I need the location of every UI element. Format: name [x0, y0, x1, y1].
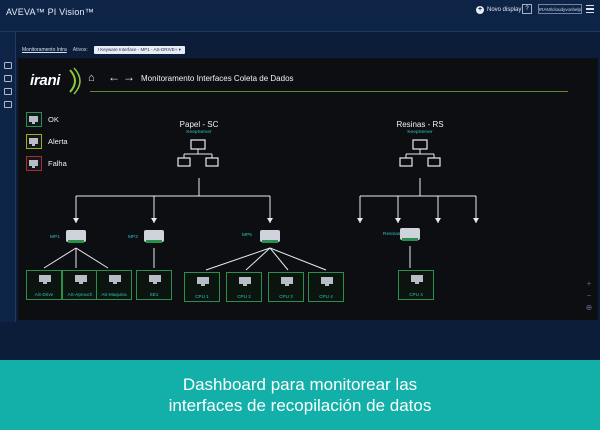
computer-icon	[197, 277, 209, 286]
device-as-aprouch[interactable]: AS-Aprouch	[62, 270, 98, 300]
device-cpu-4-resinas[interactable]: CPU 4	[398, 270, 434, 300]
logo-arcs-icon	[69, 67, 81, 95]
caption-line-2: interfaces de recopilación de datos	[168, 396, 432, 415]
back-arrow-icon[interactable]: ←	[108, 70, 120, 84]
computer-icon	[75, 275, 87, 284]
node-label-mp1: MP1	[50, 235, 60, 240]
page-title: Monitoramento Interfaces Coleta de Dados	[141, 74, 294, 83]
device-as-maquina[interactable]: AS-Maquina	[96, 270, 132, 300]
caption-line-1: Dashboard para monitorear las	[182, 375, 418, 394]
node-label-resinas: Resinas	[383, 232, 401, 237]
new-display-label: Novo display	[487, 7, 522, 13]
hierarchy-icon[interactable]	[4, 101, 12, 108]
source-title-papel: Papel - SC	[179, 120, 219, 129]
left-rail	[0, 32, 16, 322]
device-se1[interactable]: SE1	[136, 270, 172, 300]
source-server-resinas: KeepServer	[407, 130, 433, 135]
computer-icon	[281, 277, 293, 286]
network-computers-icon	[399, 139, 441, 167]
device-cpu-3[interactable]: CPU 3	[268, 272, 304, 302]
computer-icon	[321, 277, 333, 286]
plus-icon: +	[476, 6, 484, 14]
legend-label: Falha	[48, 159, 67, 168]
device-cpu-2[interactable]: CPU 2	[226, 272, 262, 302]
node-label-mp2: MP2	[128, 235, 138, 240]
help-button[interactable]: ?	[522, 4, 532, 14]
display-toolbar: Monitoramento Intra Ativos: I Keyware In…	[22, 44, 185, 56]
zoom-controls: + − ⊕	[584, 278, 594, 314]
caption-banner: Dashboard para monitorear las interfaces…	[0, 360, 600, 430]
event-icon[interactable]	[4, 75, 12, 82]
node-label-mp5: MP5	[242, 233, 252, 238]
device-cpu-4[interactable]: CPU 4	[308, 272, 344, 302]
aveva-pi-vision-brand: AVEVA™ PI Vision™	[6, 7, 94, 17]
legend-ok: OK	[26, 112, 59, 127]
home-icon[interactable]: ⌂	[88, 72, 95, 84]
display-list-icon[interactable]	[4, 62, 12, 69]
legend-label: OK	[48, 115, 59, 124]
computer-icon	[39, 275, 51, 284]
topology-diagram	[43, 139, 479, 271]
title-divider	[90, 91, 568, 92]
forward-arrow-icon[interactable]: →	[123, 70, 135, 84]
device-cpu-1[interactable]: CPU 1	[184, 272, 220, 302]
computer-icon	[411, 275, 423, 284]
computer-icon	[149, 275, 161, 284]
legend-falha: Falha	[26, 156, 67, 171]
computer-icon	[239, 277, 251, 286]
new-display-button[interactable]: + Novo display	[476, 6, 521, 14]
asset-icon[interactable]	[4, 88, 12, 95]
source-title-resinas: Resinas - RS	[396, 120, 444, 129]
app-header: AVEVA™ PI Vision™ + Novo display ? IRANI…	[0, 0, 600, 32]
computer-ok-icon	[26, 112, 42, 127]
user-account-button[interactable]: IRANI\cloudyvonhelpdesk	[538, 4, 582, 14]
zoom-out-button[interactable]: −	[586, 291, 592, 300]
asset-select[interactable]: I Keyware Interface - MP1 - AS-DRIVE+ ▾	[93, 46, 185, 54]
hamburger-menu-icon[interactable]	[584, 3, 596, 15]
network-computers-icon	[177, 139, 219, 167]
computer-icon	[109, 275, 121, 284]
asset-label: Ativos:	[72, 47, 88, 53]
display-canvas: irani ⌂ ← → Monitoramento Interfaces Col…	[18, 58, 598, 320]
zoom-in-button[interactable]: +	[586, 279, 592, 288]
computer-fail-icon	[26, 156, 42, 171]
legend-label: Alerta	[48, 137, 68, 146]
device-as-drive[interactable]: AS-Drive	[26, 270, 62, 300]
display-breadcrumb-link[interactable]: Monitoramento Intra	[22, 47, 67, 53]
computer-alert-icon	[26, 134, 42, 149]
irani-logo: irani	[30, 72, 61, 89]
source-server-papel: KeepServer	[186, 130, 212, 135]
legend-alerta: Alerta	[26, 134, 68, 149]
zoom-fit-button[interactable]: ⊕	[585, 303, 593, 312]
